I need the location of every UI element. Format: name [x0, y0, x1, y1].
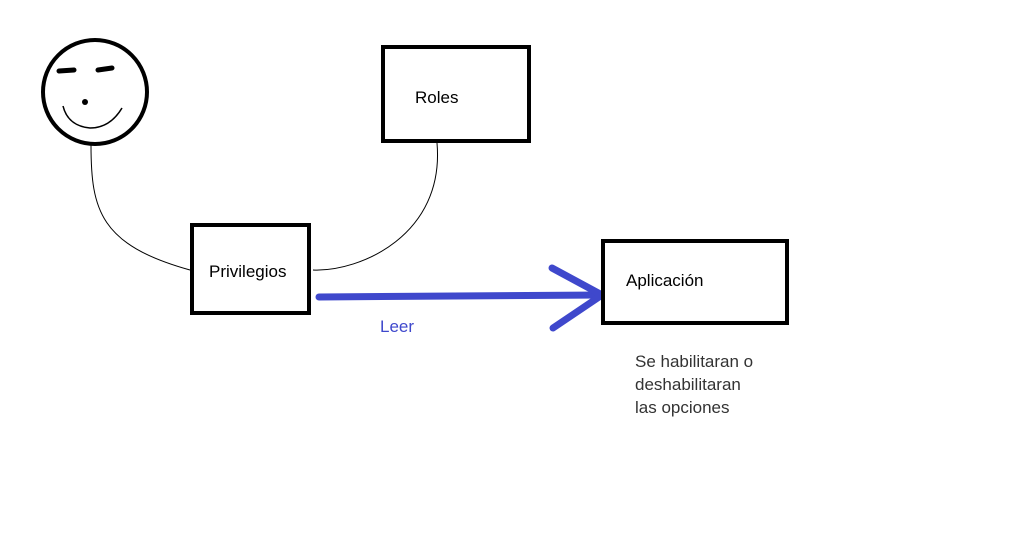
leer-arrow — [315, 264, 606, 332]
user-privilegios-connector — [90, 144, 191, 271]
roles-node: Roles — [381, 45, 531, 143]
aplicacion-node: Aplicación — [601, 239, 789, 325]
privilegios-label: Privilegios — [209, 262, 287, 281]
aplicacion-note: Se habilitaran o deshabilitaran las opci… — [635, 350, 753, 419]
smiley-face-icon — [41, 38, 149, 146]
roles-privilegios-connector — [312, 142, 438, 271]
aplicacion-label: Aplicación — [626, 271, 704, 290]
note-line: Se habilitaran o — [635, 352, 754, 371]
roles-label: Roles — [415, 88, 459, 107]
privilegios-node: Privilegios — [190, 223, 311, 315]
note-line: deshabilitaran — [635, 375, 741, 394]
leer-arrow-label: Leer — [380, 317, 415, 336]
note-line: las opciones — [635, 398, 730, 417]
